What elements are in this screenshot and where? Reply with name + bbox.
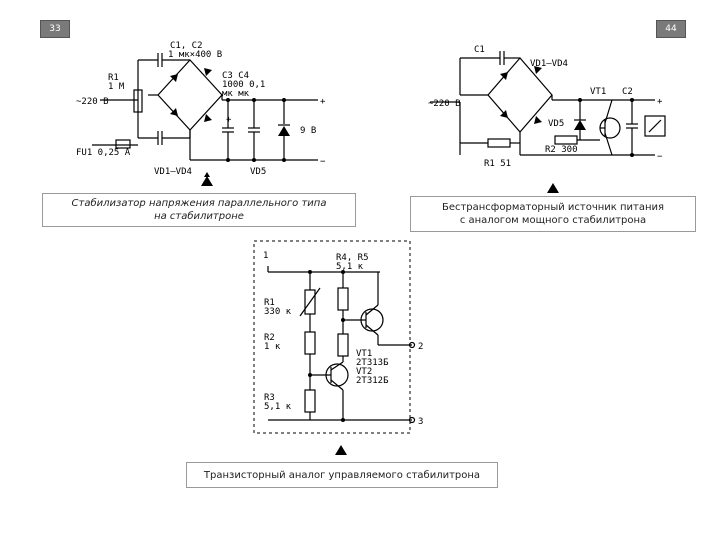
c3c4-label: C3 C4 [222, 71, 249, 81]
r1-value: 1 М [108, 82, 125, 92]
bridge-label: VD1–VD4 [154, 167, 192, 177]
fuse-label: FU1 0,25 А [76, 148, 131, 158]
r1-label: R1 [108, 73, 119, 83]
arrow-up-3 [335, 445, 347, 455]
r4r5-value: 5,1 к [336, 262, 364, 272]
caption-circuit1: Стабилизатор напряжения параллельного ти… [42, 193, 356, 227]
circuit1-schematic: C1, C2 1 мк×400 В R1 1 М ~220 В C3 C4 10… [76, 41, 326, 177]
node-3: 3 [418, 417, 423, 427]
node-1: 1 [263, 251, 268, 261]
r1-label-3: R1 [264, 298, 275, 308]
vt1-type: 2Т313Б [356, 358, 389, 368]
r2-label-3: R2 [264, 333, 275, 343]
caption-circuit2-line1: Бестрансформаторный источник питания [441, 202, 665, 213]
circuit3-schematic: 1 2 3 R4, R5 5,1 к R1 330 к R2 1 к VT1 2… [253, 240, 423, 434]
c3c4-value2: мк мк [222, 89, 250, 99]
caption-circuit1-line1: Стабилизатор напряжения параллельного ти… [71, 198, 327, 209]
svg-text:−: − [657, 152, 663, 162]
r2-value-3: 1 к [264, 342, 281, 352]
svg-text:+: + [226, 115, 232, 125]
slide-number-right: 44 [656, 20, 686, 38]
mains-label-2: ~220 В [428, 99, 461, 109]
slide-number-left: 33 [40, 20, 70, 38]
c2-label: C2 [622, 87, 633, 97]
r1-label-2: R1 51 [484, 159, 511, 169]
vt1-label: VT1 [590, 87, 606, 97]
zener-label: VD5 [250, 167, 266, 177]
arrow-up-2 [547, 183, 559, 193]
caption-circuit3: Транзисторный аналог управляемого стабил… [186, 462, 498, 488]
c1c2-label: C1, C2 [170, 41, 203, 51]
arrow-up-1 [201, 176, 213, 186]
svg-text:−: − [320, 157, 326, 167]
r2-label: R2 300 [545, 145, 578, 155]
node-2: 2 [418, 342, 423, 352]
caption-circuit1-line2: на стабилитроне [154, 211, 244, 222]
zener-label-2: VD5 [548, 119, 564, 129]
r3-label-3: R3 [264, 393, 275, 403]
vt2-label-3: VT2 [356, 367, 372, 377]
r4r5-label: R4, R5 [336, 253, 369, 263]
vt2-type: 2Т312Б [356, 376, 389, 386]
bridge-label-2: VD1–VD4 [530, 59, 568, 69]
output-voltage: 9 В [300, 126, 316, 136]
c1-label: C1 [474, 45, 485, 55]
vt1-label-3: VT1 [356, 349, 372, 359]
caption-circuit2-line2: с аналогом мощного стабилитрона [459, 215, 647, 226]
svg-text:+: + [657, 97, 663, 107]
svg-text:+: + [320, 97, 326, 107]
circuit2-schematic: C1 VD1–VD4 VT1 C2 ~220 В VD5 R2 300 R1 5… [428, 45, 666, 169]
r1-value-3: 330 к [264, 307, 292, 317]
c3c4-value1: 1000 0,1 [222, 80, 265, 90]
caption-circuit2: Бестрансформаторный источник питания с а… [410, 196, 696, 232]
c1c2-value: 1 мк×400 В [168, 50, 222, 60]
r3-value-3: 5,1 к [264, 402, 292, 412]
mains-label: ~220 В [76, 97, 109, 107]
